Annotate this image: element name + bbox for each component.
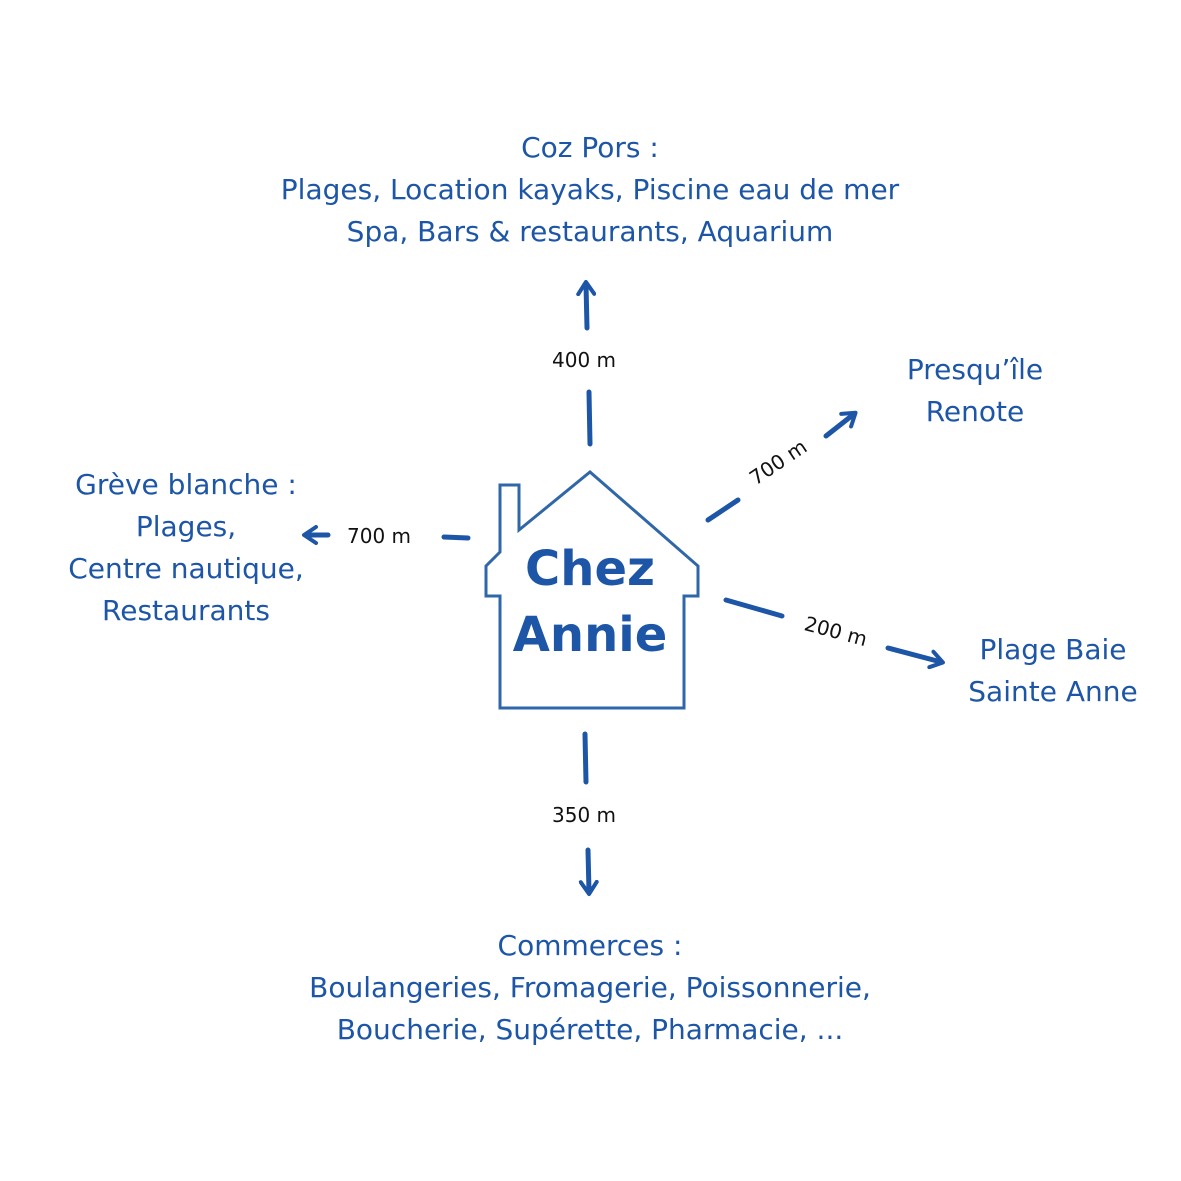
house-label-line2: Annie [512,607,668,663]
destination-north: Coz Pors : Plages, Location kayaks, Pisc… [190,127,990,253]
arrow-south-tail [582,731,589,785]
destination-west-line: Centre nautique, [68,552,304,585]
destination-northeast-line: Renote [925,395,1025,428]
house-outline [484,470,700,710]
distance-label-east: 200 m [802,611,870,651]
destination-north-title: Coz Pors : [521,131,659,164]
arrow-north-tail [586,389,593,447]
destination-north-line: Plages, Location kayaks, Piscine eau de … [280,173,900,206]
destination-west-title: Grève blanche : [75,468,297,501]
destination-northeast: Presqu’île Renote [875,349,1075,433]
destination-northeast-line: Presqu’île [906,353,1044,386]
destination-south-title: Commerces : [497,929,683,962]
house-label-line1: Chez [525,541,655,597]
distance-label-south: 350 m [548,802,621,828]
arrow-west-tail [441,534,471,541]
destination-south: Commerces : Boulangeries, Fromagerie, Po… [190,925,990,1051]
arrow-south [578,847,599,896]
destination-north-line: Spa, Bars & restaurants, Aquarium [346,215,834,248]
destination-south-line: Boucherie, Supérette, Pharmacie, ... [336,1013,844,1046]
destination-east-line: Plage Baie [979,633,1127,666]
distance-label-north: 400 m [548,347,621,373]
destination-west-line: Plages, [135,510,237,543]
destination-west: Grève blanche : Plages, Centre nautique,… [36,464,336,632]
house-label: Chez Annie [490,536,690,668]
destination-south-line: Boulangeries, Fromagerie, Poissonnerie, [309,971,871,1004]
arrow-east [885,645,945,670]
arrow-northeast-tail [705,497,741,523]
distance-label-west: 700 m [343,523,416,549]
destination-west-line: Restaurants [102,594,270,627]
arrow-northeast [823,410,858,439]
destination-east-line: Sainte Anne [968,675,1138,708]
destination-east: Plage Baie Sainte Anne [940,629,1166,713]
arrow-north [576,280,597,331]
distance-label-northeast: 700 m [745,434,811,490]
arrow-east-tail [723,597,785,619]
